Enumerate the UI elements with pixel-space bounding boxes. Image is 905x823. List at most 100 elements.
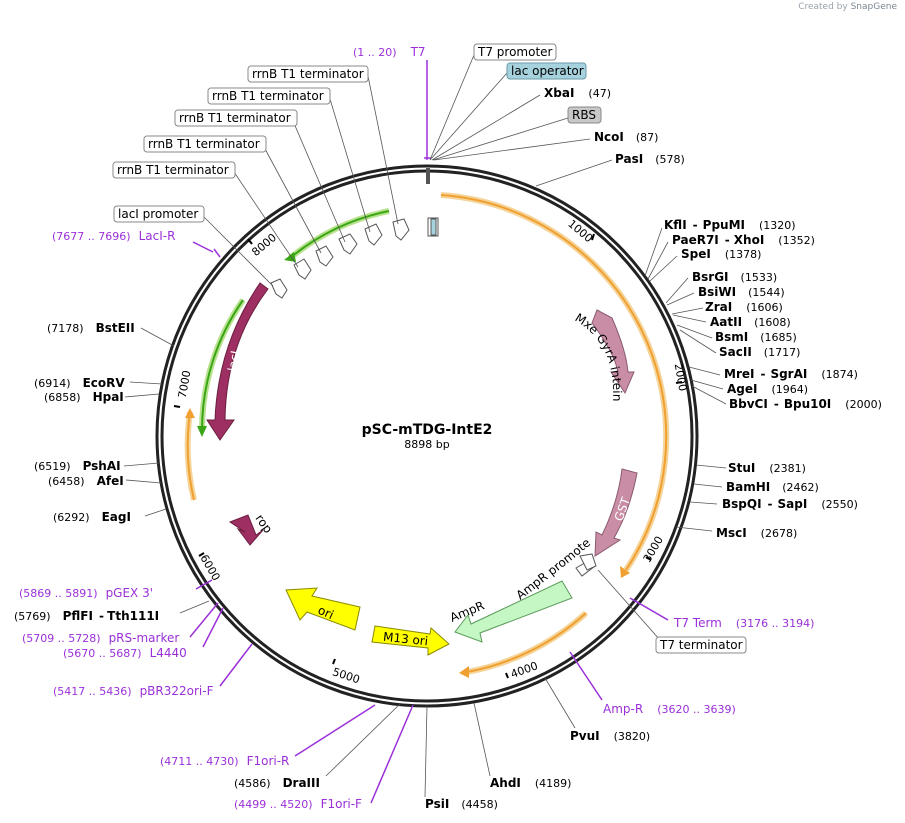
rop-label: rop <box>253 512 276 536</box>
ori-label: ori <box>316 603 336 622</box>
green-arcs <box>197 208 390 437</box>
site-bsmi: BsmI(1685) <box>715 330 797 344</box>
primer-laci-r: (7677 .. 7696)LacI-R <box>52 229 175 243</box>
primer-amp-r: Amp-R(3620 .. 3639) <box>603 702 736 716</box>
site-bbvci: BbvCI-Bpu10I(2000) <box>729 397 882 411</box>
mxe-gyra-intein-arrow <box>591 309 635 395</box>
primer-pbr322ori-f: (5417 .. 5436)pBR322ori-F <box>53 684 214 698</box>
laci-promoter-arrow <box>270 278 288 299</box>
site-sacii: SacII(1717) <box>719 345 800 359</box>
primer-l4440: (5670 .. 5687)L4440 <box>63 646 187 660</box>
site-pflfi: (5769)PflFI-Tth111I <box>14 609 159 623</box>
tick-7000: 7000 <box>176 369 194 399</box>
site-bsrgi: BsrGI(1533) <box>692 270 777 284</box>
lac-operator-block <box>430 218 437 236</box>
pgex3-primer-line <box>195 579 213 590</box>
orf-arcs <box>184 192 670 678</box>
primer-f1ori-f: (4499 .. 4520)F1ori-F <box>234 797 362 811</box>
t7-promoter-box <box>473 43 557 61</box>
prs-marker-primer-line <box>189 602 219 638</box>
tick-2000: 2000 <box>672 362 690 392</box>
site-xbai: XbaI(47) <box>544 86 611 100</box>
laci-label: lacI <box>225 350 242 373</box>
rrnb-terminator-label-2: rrnB T1 terminator <box>212 89 324 103</box>
t7-promoter-label: T7 promoter <box>477 45 553 59</box>
tick-6000: 6000 <box>197 552 222 583</box>
site-psii: PsiI(4458) <box>425 797 498 811</box>
site-aatii: AatII(1608) <box>710 315 791 329</box>
primer-prs-marker: (5709 .. 5728)pRS-marker <box>22 631 179 645</box>
green-arc-laci <box>201 299 244 431</box>
rrnb-terminator-arrow-2 <box>364 223 383 246</box>
f1ori-f-primer-line <box>370 704 414 804</box>
site-eagi: (6292)EagI <box>53 510 131 524</box>
site-ahdi: AhdI(4189) <box>490 776 571 790</box>
site-pshai: (6519)PshAI <box>34 459 121 473</box>
site-msci: MscI(2678) <box>716 526 797 540</box>
rrnb-terminator-arrow-3 <box>338 233 358 255</box>
rrnb-terminator-box-2 <box>207 87 331 105</box>
rrnb-terminator-arrow-1 <box>392 218 410 241</box>
orf-arc-main-arrowhead <box>620 566 630 578</box>
site-bsteii: (7178)BstEII <box>47 321 135 335</box>
plasmid-name: pSC-mTDG-IntE2 <box>362 422 493 438</box>
l4440-primer-line <box>202 607 224 648</box>
rrnb-terminator-label-3: rrnB T1 terminator <box>179 111 291 125</box>
plasmid-size: 8898 bp <box>404 438 449 451</box>
primer-t7: (1 .. 20)T7 <box>353 45 426 59</box>
m13-ori-label: M13 ori <box>382 630 428 649</box>
pbr322ori-f-primer-line <box>219 643 253 687</box>
orf-arc-amp-arrowhead <box>459 666 469 678</box>
laci-promoter-box <box>113 205 205 223</box>
site-hpai: (6858)HpaI <box>44 390 124 404</box>
t7-terminator-label: T7 terminator <box>659 638 743 652</box>
site-bsiwi: BsiWI(1544) <box>698 285 785 299</box>
tick-marks <box>173 233 683 679</box>
site-afei: (6458)AfeI <box>48 474 124 488</box>
lac-operator-box <box>506 62 587 80</box>
credit-prefix: Created by <box>798 2 848 12</box>
rrnb-terminator-box-5 <box>112 161 236 179</box>
primer-t7-term: T7 Term(3176 .. 3194) <box>673 616 814 630</box>
t7-terminator-arrow <box>579 553 597 571</box>
site-bamhi: BamHI(2462) <box>726 480 819 494</box>
gst-arrow <box>594 468 638 557</box>
amp-r-primer-line <box>569 651 603 701</box>
rrnb-terminator-label-4: rrnB T1 terminator <box>148 137 260 151</box>
rrnb-terminator-label-1: rrnB T1 terminator <box>252 67 364 81</box>
rbs-box <box>567 106 602 124</box>
laci-r-primer-tick <box>213 248 221 258</box>
snapgene-credit: Created by SnapGene <box>798 2 897 12</box>
f1ori-r-primer-line <box>294 704 376 757</box>
rrnb-terminator-label-5: rrnB T1 terminator <box>117 163 229 177</box>
t7-promoter-block <box>426 168 430 184</box>
site-agei: AgeI(1964) <box>727 382 808 396</box>
rop-arrow <box>228 514 264 546</box>
ampr-arrow <box>454 580 573 643</box>
rrnb-terminator-box-1 <box>247 65 369 83</box>
site-mrei: MreI-SgrAI(1874) <box>724 367 858 381</box>
laci-arrow <box>206 282 269 441</box>
orf-arc-main-halo <box>440 192 670 572</box>
site-pvui: PvuI(3820) <box>570 729 650 743</box>
site-stui: StuI(2381) <box>728 461 806 475</box>
t7-term-primer-line <box>629 597 669 621</box>
rrnb-terminator-arrow-5 <box>293 258 312 280</box>
ori-arrow <box>285 587 361 631</box>
green-arc-laci-arrowhead <box>197 426 207 437</box>
orf-arc-amp <box>466 612 587 673</box>
rrnb-terminator-box-3 <box>174 109 298 127</box>
t7-terminator-box <box>655 636 747 654</box>
green-arc-rrnb-arrowhead <box>284 252 296 262</box>
site-pasi: PasI(578) <box>615 152 685 166</box>
credit-brand: SnapGene <box>850 2 897 12</box>
site-paer7i: PaeR7I-XhoI(1352) <box>672 233 815 247</box>
site-ncoi: NcoI(87) <box>594 130 658 144</box>
site-zrai: ZraI(1606) <box>705 300 783 314</box>
laci-r-primer-line <box>192 241 214 253</box>
rrnb-terminator-box-4 <box>143 135 267 153</box>
orf-arc-left <box>186 411 195 501</box>
orf-arc-left-arrowhead <box>185 408 195 418</box>
site-draiii: (4586)DraIII <box>234 776 320 790</box>
